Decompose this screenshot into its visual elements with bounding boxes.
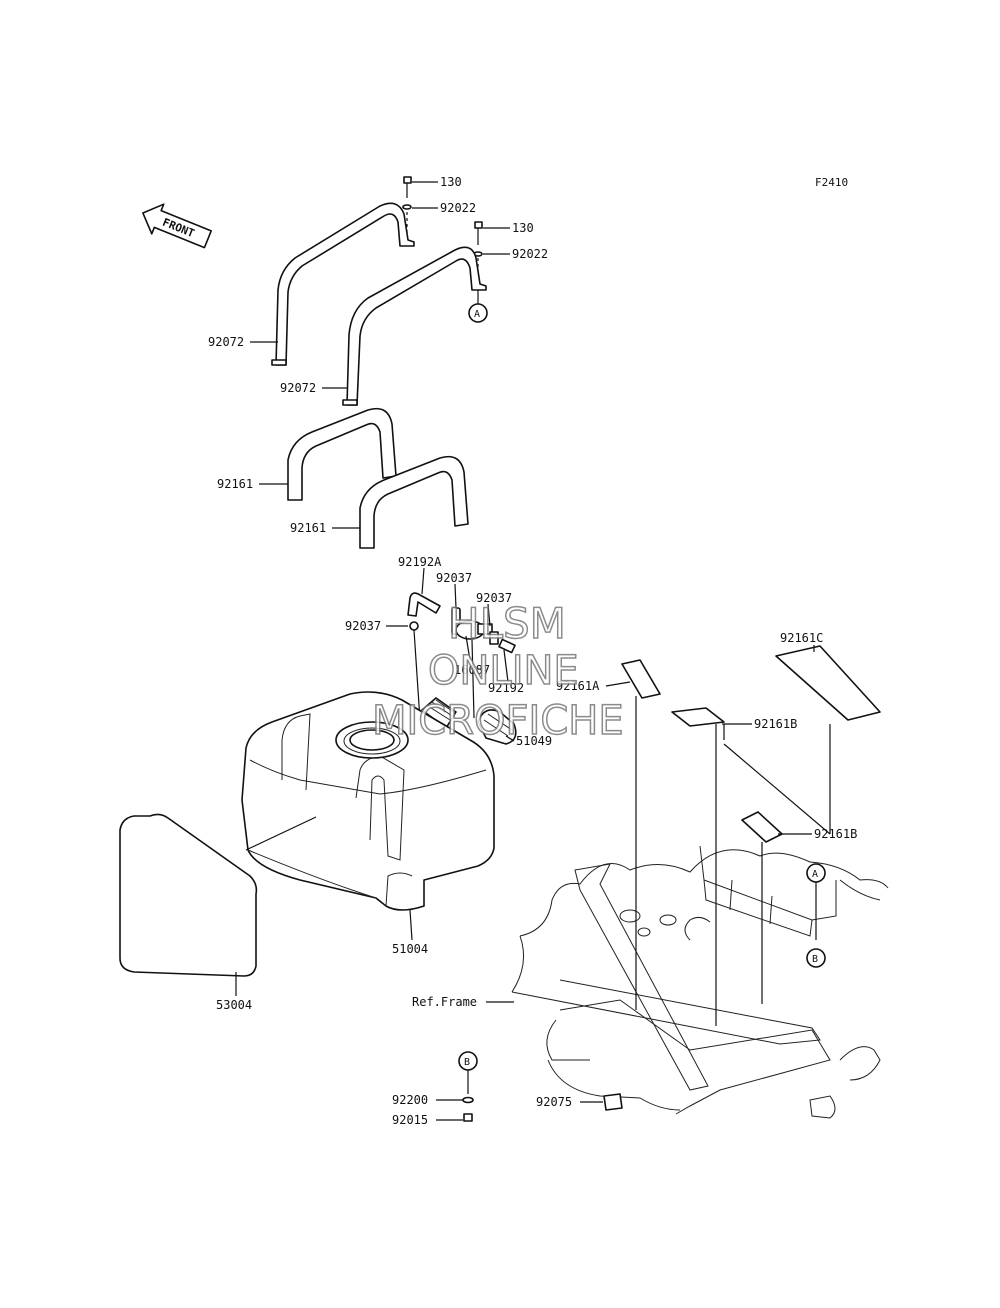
band-pad-1	[287, 407, 397, 501]
label-nut-92015[interactable]: 92015	[392, 1113, 428, 1127]
reference-frame	[511, 845, 889, 1119]
label-clamp-92037-top[interactable]: 92037	[436, 571, 472, 585]
label-washer-92200[interactable]: 92200	[392, 1093, 428, 1107]
label-ref-frame[interactable]: Ref.Frame	[412, 995, 477, 1009]
label-pad-92161b-upper[interactable]: 92161B	[754, 717, 797, 731]
label-heat-shield-53004[interactable]: 53004	[216, 998, 252, 1012]
label-washer-92022-lower[interactable]: 92022	[512, 247, 548, 261]
callout-a-frame-label: A	[812, 869, 818, 880]
label-pad-92161b-lower[interactable]: 92161B	[814, 827, 857, 841]
leader-lines	[235, 181, 831, 1121]
pad-92075	[603, 1093, 623, 1111]
watermark-line-2: ONLINE	[428, 648, 579, 694]
figure-id: F2410	[815, 176, 848, 189]
front-direction-arrow: FRONT	[142, 203, 212, 249]
watermark-line-3: MICROFICHE	[372, 698, 624, 744]
callout-a-frame: A	[806, 863, 826, 883]
label-band-pad-92161-lower[interactable]: 92161	[290, 521, 326, 535]
pad-92161b-upper	[671, 707, 725, 727]
label-band-pad-92161-upper[interactable]: 92161	[217, 477, 253, 491]
label-band-92072-upper[interactable]: 92072	[208, 335, 244, 349]
label-bolt-130-lower[interactable]: 130	[512, 221, 534, 235]
label-pad-92075[interactable]: 92075	[536, 1095, 572, 1109]
label-hose-92192[interactable]: 92192	[488, 681, 524, 695]
label-cap-51049[interactable]: 51049	[516, 734, 552, 748]
label-tank-51004[interactable]: 51004	[392, 942, 428, 956]
fuel-tank-51004	[241, 691, 495, 911]
hose-92192a	[407, 592, 441, 617]
label-hose-92192a[interactable]: 92192A	[398, 555, 442, 569]
callout-b-bolt: B	[458, 1051, 478, 1071]
washer-nut-assembly	[462, 1068, 474, 1122]
label-band-92072-lower[interactable]: 92072	[280, 381, 316, 395]
watermark-line-1: HLSM	[448, 599, 566, 648]
label-clamp-92037-right[interactable]: 92037	[476, 591, 512, 605]
callout-b-frame-label: B	[812, 954, 818, 965]
label-pad-92161c[interactable]: 92161C	[780, 631, 823, 645]
callout-a-top: A	[468, 303, 488, 323]
callout-b-bolt-label: B	[464, 1057, 470, 1068]
valve-16087	[451, 607, 516, 719]
label-pad-92161a[interactable]: 92161A	[556, 679, 600, 693]
label-clamp-92037-left[interactable]: 92037	[345, 619, 381, 633]
watermark: HLSM ONLINE MICROFICHE	[371, 598, 624, 745]
fuel-tank-band-2	[342, 246, 487, 406]
clamp-left	[409, 621, 421, 721]
callout-b-frame: B	[806, 948, 826, 968]
fuel-tank-band-1	[271, 202, 415, 366]
pad-92161c	[775, 645, 881, 721]
bolt-130-upper	[402, 176, 412, 240]
band-pad-2	[359, 455, 469, 549]
label-washer-92022-upper[interactable]: 92022	[440, 201, 476, 215]
label-bolt-130-upper[interactable]: 130	[440, 175, 462, 189]
pad-92161a	[621, 659, 661, 699]
pad-92161b-lower	[741, 811, 783, 843]
callout-a-top-label: A	[474, 309, 480, 320]
label-valve-16087[interactable]: 16087	[454, 663, 490, 677]
heat-shield-53004	[119, 813, 258, 977]
